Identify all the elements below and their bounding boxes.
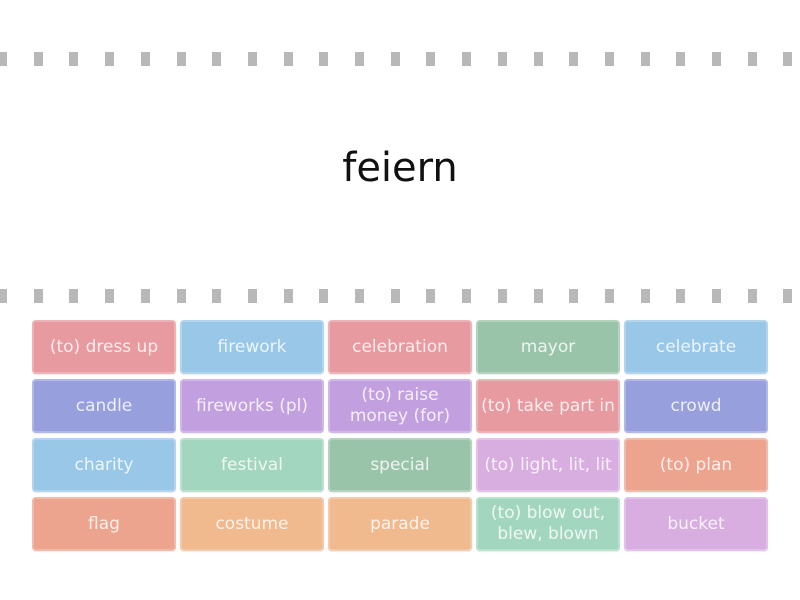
dash-segment: [140, 52, 150, 66]
dash-segment: [783, 52, 793, 66]
dash-segment: [712, 52, 721, 66]
answer-tile[interactable]: festival: [180, 438, 324, 492]
dash-segment: [497, 289, 507, 303]
dash-segment: [462, 289, 472, 303]
dash-segment: [319, 289, 329, 303]
dash-segment: [69, 289, 79, 303]
dash-segment: [176, 52, 186, 66]
answer-tile[interactable]: fireworks (pl): [180, 379, 324, 433]
dash-segment: [640, 52, 650, 66]
dash-segment: [390, 52, 400, 66]
dash-segment: [497, 52, 507, 66]
dash-segment: [390, 289, 400, 303]
dash-segment: [355, 52, 364, 66]
answer-tile[interactable]: (to) take part in: [476, 379, 620, 433]
answer-tile[interactable]: (to) blow out, blew, blown: [476, 497, 620, 551]
answer-tile[interactable]: candle: [32, 379, 176, 433]
answer-tile[interactable]: celebrate: [624, 320, 768, 374]
answer-tile[interactable]: celebration: [328, 320, 472, 374]
answer-tile[interactable]: bucket: [624, 497, 768, 551]
dash-segment: [569, 52, 579, 66]
dash-segment: [33, 52, 43, 66]
dash-segment: [283, 289, 293, 303]
dash-segment: [569, 289, 579, 303]
answer-tile[interactable]: (to) plan: [624, 438, 768, 492]
dash-segment: [0, 52, 7, 66]
dash-segment: [712, 289, 721, 303]
answer-tile[interactable]: flag: [32, 497, 176, 551]
drop-zone-top-border: [0, 52, 800, 66]
dash-segment: [676, 289, 686, 303]
dash-segment: [319, 52, 329, 66]
dash-segment: [355, 289, 364, 303]
answer-tile[interactable]: parade: [328, 497, 472, 551]
dash-segment: [212, 289, 222, 303]
dash-segment: [426, 52, 436, 66]
dash-segment: [0, 289, 7, 303]
dash-segment: [604, 289, 614, 303]
answer-tile[interactable]: (to) raise money (for): [328, 379, 472, 433]
dash-segment: [533, 52, 543, 66]
answer-tile[interactable]: crowd: [624, 379, 768, 433]
dash-segment: [140, 289, 150, 303]
answer-tile[interactable]: special: [328, 438, 472, 492]
dash-segment: [604, 52, 614, 66]
dash-segment: [105, 52, 115, 66]
dash-segment: [212, 52, 222, 66]
dash-segment: [676, 52, 686, 66]
dash-segment: [426, 289, 436, 303]
dash-segment: [283, 52, 293, 66]
dash-segment: [747, 289, 757, 303]
dash-segment: [105, 289, 115, 303]
dash-segment: [783, 289, 793, 303]
answer-tile[interactable]: charity: [32, 438, 176, 492]
prompt-word: feiern: [342, 145, 458, 191]
answer-tile-grid: (to) dress up firework celebration mayor…: [32, 320, 768, 551]
answer-tile[interactable]: firework: [180, 320, 324, 374]
dash-segment: [640, 289, 650, 303]
dash-segment: [247, 289, 257, 303]
dash-segment: [33, 289, 43, 303]
dash-segment: [69, 52, 79, 66]
dash-segment: [747, 52, 757, 66]
answer-tile[interactable]: mayor: [476, 320, 620, 374]
answer-tile[interactable]: (to) light, lit, lit: [476, 438, 620, 492]
dash-segment: [247, 52, 257, 66]
answer-tile[interactable]: (to) dress up: [32, 320, 176, 374]
dash-segment: [462, 52, 472, 66]
drop-zone-bottom-border: [0, 289, 800, 303]
dash-segment: [533, 289, 543, 303]
dash-segment: [176, 289, 186, 303]
answer-tile[interactable]: costume: [180, 497, 324, 551]
